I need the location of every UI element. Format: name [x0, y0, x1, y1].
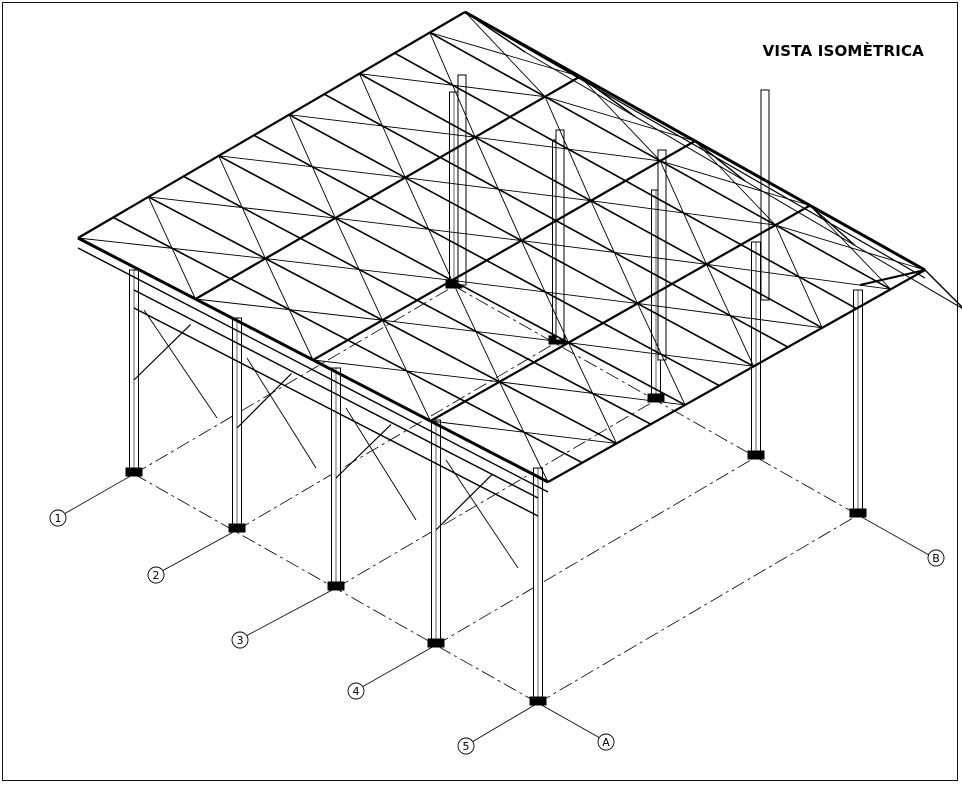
wall-diagonal-brace	[345, 407, 417, 521]
leader-line	[471, 702, 539, 743]
back-rafter	[464, 11, 526, 53]
back-slope-purlin	[524, 51, 962, 309]
wall-diagonal-brace	[246, 357, 317, 469]
back-rafter	[809, 204, 856, 247]
base-plate	[529, 696, 547, 706]
leader-line	[245, 587, 337, 637]
base-plate	[849, 508, 867, 518]
grid-line-row	[236, 341, 558, 531]
base-plate	[327, 581, 345, 591]
back-rafter	[579, 75, 636, 118]
roof-x-brace	[464, 11, 546, 98]
grid-bubble-row	[147, 566, 165, 584]
grid-line-row	[537, 514, 859, 704]
base-plate	[125, 467, 143, 477]
base-plate	[647, 393, 665, 403]
roof-x-brace	[694, 140, 776, 226]
roof-bracing	[77, 11, 926, 483]
front-eave-beam	[77, 236, 549, 484]
front-eave-beam-lower	[77, 247, 549, 493]
back-eave-edge	[859, 269, 926, 286]
base-plate	[747, 450, 765, 460]
roof-purlins	[77, 11, 962, 483]
leader-line	[857, 514, 930, 556]
grid-bubble-col	[597, 733, 615, 751]
roof-rafter	[429, 204, 811, 422]
columns	[125, 74, 867, 706]
base-plate	[228, 523, 246, 533]
roof-x-brace	[579, 76, 661, 162]
inner-column	[555, 129, 565, 341]
grid-bubble-row	[347, 682, 365, 700]
front-tie-beam	[133, 289, 539, 499]
wall-diagonal-brace	[143, 309, 218, 419]
roof-rafter	[77, 11, 466, 239]
grid-bubble-row	[231, 631, 249, 649]
roof-rafter	[547, 269, 926, 483]
roof-ridge-edge	[470, 15, 926, 279]
grid-label-col: B	[932, 552, 940, 565]
grid-label-row: 4	[353, 685, 360, 698]
grid-label-row: 3	[237, 634, 244, 647]
base-plate	[427, 638, 445, 648]
wall-knee-brace	[435, 473, 493, 531]
grid-label-row: 1	[55, 512, 62, 525]
grid-bubble-row	[457, 737, 475, 755]
grid-line-row	[435, 456, 757, 646]
roof-rafter	[194, 75, 581, 300]
wall-knee-brace	[133, 323, 192, 381]
grid-line-row	[133, 285, 455, 475]
leader-line	[361, 644, 437, 688]
wall-knee-brace	[335, 424, 392, 479]
grid-bubble-row	[49, 509, 67, 527]
inner-column	[760, 89, 770, 301]
grid-label-col: A	[602, 736, 610, 749]
back-rafter	[694, 140, 746, 182]
grid-label-row: 5	[463, 740, 470, 753]
back-rafter	[924, 269, 962, 308]
grid-bubble-col	[927, 549, 945, 567]
grid-lines	[63, 285, 930, 743]
roof-rafter	[312, 140, 696, 361]
roof-rafters	[77, 10, 962, 483]
leader-line	[63, 473, 135, 515]
wall-knee-brace	[236, 373, 292, 429]
wall-bracing	[133, 309, 519, 569]
leader-line	[537, 702, 601, 739]
leader-line	[161, 529, 238, 572]
grid-bubbles: 1 2 3 4 5 A B	[49, 509, 945, 755]
wall-diagonal-brace	[445, 459, 519, 569]
view-title: VISTA ISOMÈTRICA	[762, 42, 924, 60]
eave-beams	[77, 236, 926, 517]
inner-column	[657, 149, 667, 361]
front-tie-beam-lower	[133, 307, 539, 517]
grid-label-row: 2	[153, 569, 160, 582]
